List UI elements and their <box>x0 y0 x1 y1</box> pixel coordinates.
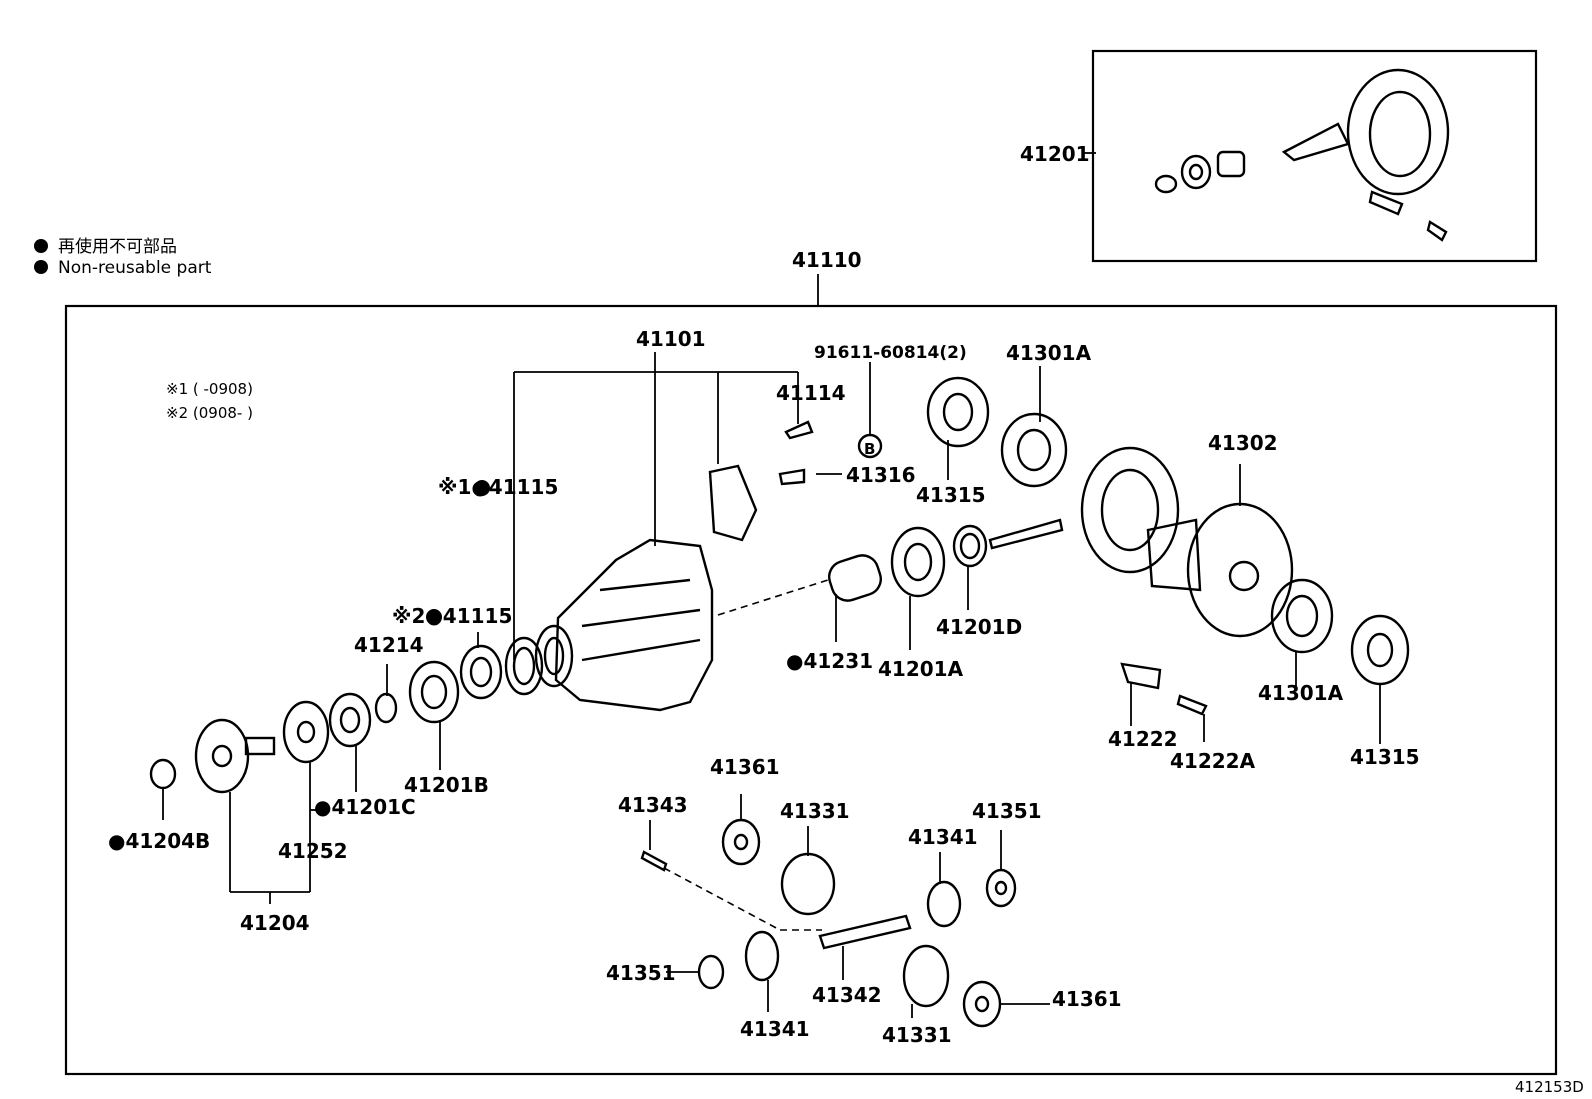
pin-dash-line <box>663 867 781 931</box>
label-41101: 41101 <box>636 327 706 351</box>
note-1: ※1 ( -0908) <box>166 380 253 398</box>
bullet-icon <box>474 480 490 496</box>
label-41204B: ●41204B <box>108 829 210 853</box>
label-41361-bot: 41361 <box>1052 987 1122 1011</box>
label-41214: 41214 <box>354 633 424 657</box>
label-91611: 91611-60814(2) <box>814 343 967 363</box>
label-41201: 41201 <box>1020 142 1090 166</box>
label-41301A-bot: 41301A <box>1258 681 1344 705</box>
ring-pinion-set-illustration <box>1083 68 1450 242</box>
label-41252: 41252 <box>278 839 348 863</box>
label-41201C: ●41201C <box>314 795 416 819</box>
parts-illustrations <box>149 376 1410 1028</box>
bullet-icon <box>426 609 442 625</box>
label-41301A-top: 41301A <box>1006 341 1092 365</box>
label-41201A: 41201A <box>878 657 964 681</box>
label-41342: 41342 <box>812 983 882 1007</box>
label-41343: 41343 <box>618 793 688 817</box>
label-41222: 41222 <box>1108 727 1178 751</box>
label-41115-2: ※2●41115 <box>392 604 512 628</box>
label-41302: 41302 <box>1208 431 1278 455</box>
note-2: ※2 (0908- ) <box>166 404 253 422</box>
leader-lines <box>162 352 1381 1018</box>
main-frame <box>64 304 1558 1076</box>
label-41331-bot: 41331 <box>882 1023 952 1047</box>
label-41316: 41316 <box>846 463 916 487</box>
assembly-dash-line <box>717 579 829 616</box>
legend-en-text: Non-reusable part <box>58 258 212 278</box>
label-41201B: 41201B <box>404 773 489 797</box>
legend-jp: 再使用不可部品 <box>34 232 177 257</box>
label-41114: 41114 <box>776 381 846 405</box>
carrier-housing-illustration <box>504 464 758 712</box>
label-41204: 41204 <box>240 911 310 935</box>
label-41315-top: 41315 <box>916 483 986 507</box>
label-41222A: 41222A <box>1170 749 1256 773</box>
label-41115-1: ※1●41115 <box>438 475 558 499</box>
label-41315-bot: 41315 <box>1350 745 1420 769</box>
label-41341-bot: 41341 <box>740 1017 810 1041</box>
label-41361-top: 41361 <box>710 755 780 779</box>
label-41201D: 41201D <box>936 615 1022 639</box>
bullet-icon <box>34 260 48 274</box>
label-41110: 41110 <box>792 248 862 272</box>
diagram-code: 412153D <box>1515 1078 1584 1096</box>
label-41351-top: 41351 <box>972 799 1042 823</box>
bullet-icon <box>34 239 48 253</box>
legend-en: Non-reusable part <box>34 258 211 278</box>
label-41351-bot: 41351 <box>606 961 676 985</box>
legend-jp-text: 再使用不可部品 <box>58 237 177 257</box>
inset-frame <box>1091 49 1538 263</box>
label-circle-b: B <box>864 440 875 458</box>
label-41331-top: 41331 <box>780 799 850 823</box>
label-41341-top: 41341 <box>908 825 978 849</box>
label-41231: ●41231 <box>786 649 873 673</box>
